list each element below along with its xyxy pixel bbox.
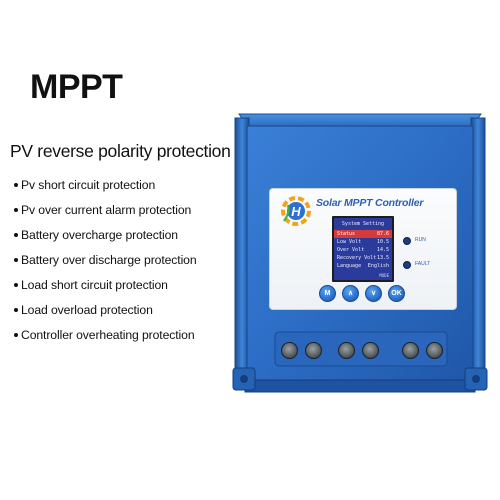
page-title: MPPT	[30, 68, 123, 106]
feature-label: Pv over current alarm protection	[21, 203, 192, 217]
up-button[interactable]: ∧	[342, 285, 359, 302]
bullet-icon	[14, 333, 18, 337]
bullet-icon	[14, 208, 18, 212]
front-panel: H Solar MPPT Controller System Setting S…	[269, 188, 457, 310]
fault-led-icon	[403, 261, 411, 269]
bullet-icon	[14, 258, 18, 262]
fault-label: FAULT	[415, 261, 431, 267]
terminal-screw-icon	[305, 342, 322, 359]
feature-label: Load short circuit protection	[21, 278, 168, 292]
feature-label: Battery overcharge protection	[21, 228, 178, 242]
feature-item: Pv short circuit protection	[14, 178, 197, 203]
feature-label: Controller overheating protection	[21, 328, 195, 342]
feature-item: Battery over discharge protection	[14, 253, 197, 278]
feature-label: Load overload protection	[21, 303, 153, 317]
terminal-screw-icon	[426, 342, 443, 359]
lcd-row-value: 87.6	[376, 231, 389, 237]
terminal-screw-icon	[362, 342, 379, 359]
feature-item: Battery overcharge protection	[14, 228, 197, 253]
lcd-row-label: Status	[337, 231, 356, 237]
lcd-row-label: Over Volt	[337, 247, 365, 253]
lcd-row-label: Low Volt	[337, 239, 362, 245]
down-button[interactable]: ∨	[365, 285, 382, 302]
panel-title: Solar MPPT Controller	[316, 197, 424, 209]
terminal-screw-icon	[338, 342, 355, 359]
lcd-row-label: Language	[337, 263, 362, 269]
bullet-icon	[14, 283, 18, 287]
lcd-row-value: English	[367, 263, 389, 269]
run-led-icon	[403, 237, 411, 245]
feature-item: Load short circuit protection	[14, 278, 197, 303]
bullet-icon	[14, 308, 18, 312]
lcd-header: System Setting	[341, 221, 385, 227]
terminal-screw-icon	[402, 342, 419, 359]
ok-button[interactable]: OK	[388, 285, 405, 302]
lcd-row: Low Volt 10.5	[334, 238, 392, 246]
lcd-row-value: 14.5	[376, 247, 389, 253]
lcd-row-label: Recovery Volt	[337, 255, 377, 261]
lcd-row: Language English	[334, 262, 392, 270]
lcd-row: Over Volt 14.5	[334, 246, 392, 254]
lcd-footer: MODE	[379, 273, 389, 278]
brand-logo-icon: H	[281, 196, 311, 226]
feature-item: Controller overheating protection	[14, 328, 197, 353]
feature-list: Pv short circuit protection Pv over curr…	[14, 178, 197, 353]
terminal-screw-icon	[281, 342, 298, 359]
bullet-icon	[14, 183, 18, 187]
subtitle: PV reverse polarity protection	[10, 141, 231, 161]
feature-label: Battery over discharge protection	[21, 253, 197, 267]
lcd-screen: System Setting Status 87.6 Low Volt 10.5 O…	[332, 216, 394, 282]
mppt-controller-device: H Solar MPPT Controller System Setting S…	[231, 106, 489, 398]
feature-item: Load overload protection	[14, 303, 197, 328]
run-label: RUN	[415, 237, 426, 243]
logo-letter: H	[291, 204, 301, 219]
feature-item: Pv over current alarm protection	[14, 203, 197, 228]
bullet-icon	[14, 233, 18, 237]
lcd-row-value: 13.5	[376, 255, 389, 261]
menu-button[interactable]: M	[319, 285, 336, 302]
lcd-row-value: 10.5	[376, 239, 389, 245]
feature-label: Pv short circuit protection	[21, 178, 156, 192]
lcd-row: Status 87.6	[334, 230, 392, 238]
